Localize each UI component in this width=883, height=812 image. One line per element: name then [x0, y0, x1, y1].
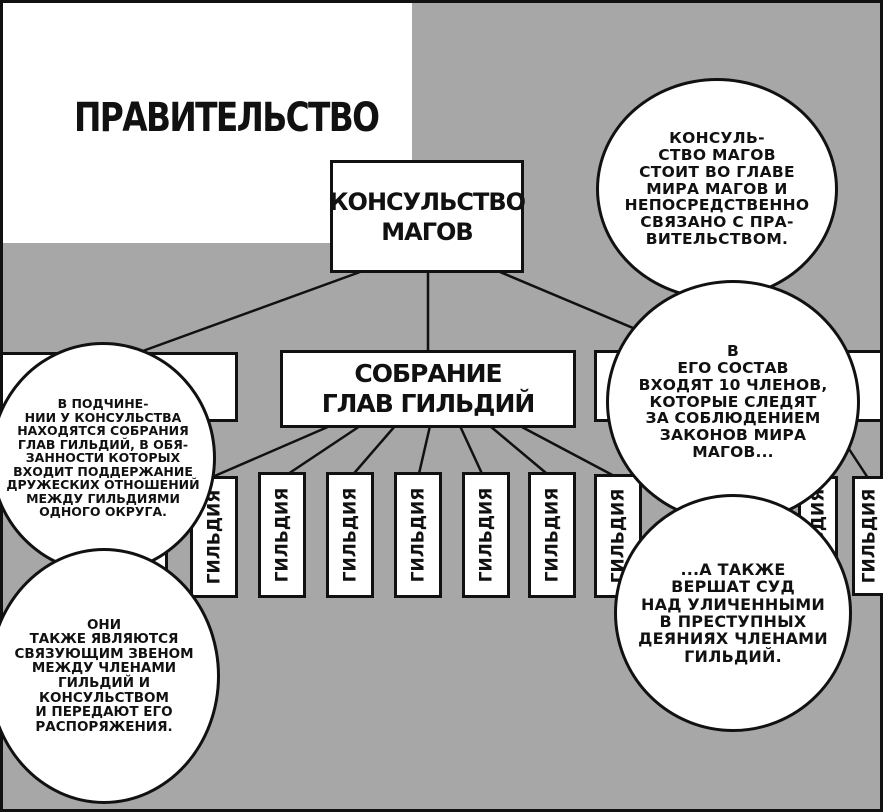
assembly-line1: СОБРАНИЕ	[354, 359, 502, 388]
guild-box: ГИЛЬДИЯ	[462, 472, 510, 598]
speech-bubble-top-right: КОНСУЛЬ- СТВО МАГОВ СТОИТ ВО ГЛАВЕ МИРА …	[596, 78, 838, 300]
consulate-line2: МАГОВ	[381, 217, 473, 246]
guild-box: ГИЛЬДИЯ	[258, 472, 306, 598]
guild-box: ГИЛЬДИЯ	[326, 472, 374, 598]
speech-bubble-mid-right: В ЕГО СОСТАВ ВХОДЯТ 10 ЧЛЕНОВ, КОТОРЫЕ С…	[606, 280, 860, 524]
assembly-box-center: СОБРАНИЕ ГЛАВ ГИЛЬДИЙ	[280, 350, 576, 428]
speech-bubble-bottom-left: ОНИ ТАКЖЕ ЯВЛЯЮТСЯ СВЯЗУЮЩИМ ЗВЕНОМ МЕЖД…	[0, 548, 220, 804]
speech-bubble-top-left: В ПОДЧИНЕ- НИИ У КОНСУЛЬСТВА НАХОДЯТСЯ С…	[0, 342, 216, 574]
assembly-line2: ГЛАВ ГИЛЬДИЙ	[321, 389, 536, 418]
guild-box: ГИЛЬДИЯ	[528, 472, 576, 598]
consulate-box: КОНСУЛЬСТВО МАГОВ	[328, 160, 526, 273]
guild-box: ГИЛЬДИЯ	[852, 476, 883, 596]
guild-box: ГИЛЬДИЯ	[394, 472, 442, 598]
government-title: ПРАВИТЕЛЬСТВО	[74, 95, 380, 141]
consulate-line1: КОНСУЛЬСТВО	[328, 187, 526, 216]
speech-bubble-bottom-right: ...А ТАКЖЕ ВЕРШАТ СУД НАД УЛИЧЕННЫМИ В П…	[614, 494, 852, 732]
